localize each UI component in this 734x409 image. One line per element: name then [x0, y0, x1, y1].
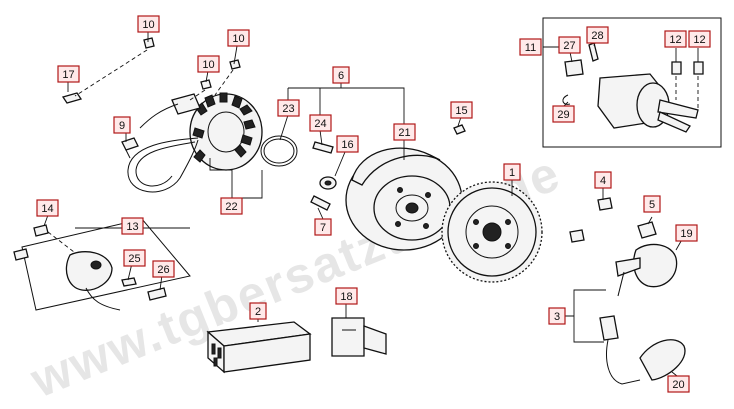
ignition-bolt-part — [569, 197, 657, 243]
callout-18: 18 — [335, 287, 358, 305]
callout-24: 24 — [309, 114, 332, 132]
svg-text:26: 26 — [157, 264, 169, 276]
callout-12b: 12 — [688, 30, 711, 48]
key-part-15 — [453, 124, 466, 135]
callout-23: 23 — [277, 99, 300, 117]
callout-12a: 12 — [664, 30, 687, 48]
relay-part — [331, 317, 387, 357]
callout-14: 14 — [36, 199, 59, 217]
svg-text:2: 2 — [255, 306, 261, 318]
svg-text:25: 25 — [128, 253, 140, 265]
starter-gear-part — [441, 181, 543, 283]
svg-text:7: 7 — [320, 222, 326, 234]
callout-10b: 10 — [227, 29, 250, 47]
svg-text:10: 10 — [202, 59, 214, 71]
starter-motor-frame — [542, 17, 722, 148]
callout-29: 29 — [552, 105, 575, 123]
svg-text:17: 17 — [62, 69, 74, 81]
svg-text:6: 6 — [338, 70, 344, 82]
cdi-unit-part — [206, 321, 312, 374]
svg-text:19: 19 — [680, 228, 692, 240]
callout-20: 20 — [667, 375, 690, 393]
svg-text:11: 11 — [525, 42, 536, 54]
guide-line-screw-10 — [74, 49, 148, 97]
svg-text:5: 5 — [649, 199, 655, 211]
svg-text:29: 29 — [557, 109, 569, 121]
svg-text:10: 10 — [142, 19, 154, 31]
svg-text:12: 12 — [669, 34, 681, 46]
ignition-coil-part — [615, 243, 678, 297]
callout-9: 9 — [113, 116, 131, 134]
callout-3: 3 — [548, 307, 566, 325]
svg-text:18: 18 — [340, 291, 352, 303]
callout-16: 16 — [336, 135, 359, 153]
pulser-coil-group — [13, 218, 191, 311]
svg-text:28: 28 — [591, 30, 603, 42]
callout-10a: 10 — [137, 15, 160, 33]
svg-text:12: 12 — [693, 34, 705, 46]
guide-line-screw-10b — [189, 89, 206, 101]
svg-text:22: 22 — [225, 201, 237, 213]
svg-text:3: 3 — [554, 311, 560, 323]
callout-22: 22 — [220, 197, 243, 215]
svg-text:1: 1 — [509, 167, 515, 179]
svg-text:21: 21 — [398, 127, 410, 139]
callout-2: 2 — [249, 302, 267, 320]
o-ring-part — [260, 135, 298, 167]
pinion-gear-part — [564, 59, 584, 77]
callout-10c: 10 — [197, 55, 220, 73]
screw-part-17 — [61, 92, 83, 104]
svg-text:24: 24 — [314, 118, 326, 130]
callout-27: 27 — [558, 36, 581, 54]
callout-19: 19 — [675, 224, 698, 242]
svg-text:23: 23 — [282, 103, 294, 115]
bolt-part-7 — [310, 195, 331, 211]
plug-cap-part — [599, 315, 686, 385]
callout-4: 4 — [594, 171, 612, 189]
callout-21: 21 — [393, 123, 416, 141]
starter-motor-group — [542, 17, 722, 148]
guide-line-screw-10c — [214, 69, 234, 96]
bolt-part-16 — [312, 141, 337, 190]
svg-text:14: 14 — [41, 203, 53, 215]
svg-text:20: 20 — [672, 379, 684, 391]
callout-28: 28 — [586, 26, 609, 44]
svg-text:15: 15 — [455, 105, 467, 117]
callout-6: 6 — [332, 66, 350, 84]
callout-25: 25 — [123, 249, 146, 267]
callout-15: 15 — [450, 101, 473, 119]
callout-5: 5 — [643, 195, 661, 213]
callout-11: 11 — [519, 38, 542, 56]
svg-text:10: 10 — [232, 33, 244, 45]
callout-7: 7 — [314, 218, 332, 236]
stator-coil-part — [189, 92, 263, 171]
callout-1: 1 — [503, 163, 521, 181]
callout-13: 13 — [121, 217, 144, 235]
svg-text:13: 13 — [126, 221, 138, 233]
svg-text:4: 4 — [600, 175, 606, 187]
callout-26: 26 — [152, 260, 175, 278]
wiring-harness-loop — [127, 93, 201, 193]
callout-17: 17 — [57, 65, 80, 83]
screws-10 — [143, 37, 241, 90]
svg-text:16: 16 — [341, 139, 353, 151]
svg-text:27: 27 — [563, 40, 575, 52]
svg-text:9: 9 — [119, 120, 125, 132]
